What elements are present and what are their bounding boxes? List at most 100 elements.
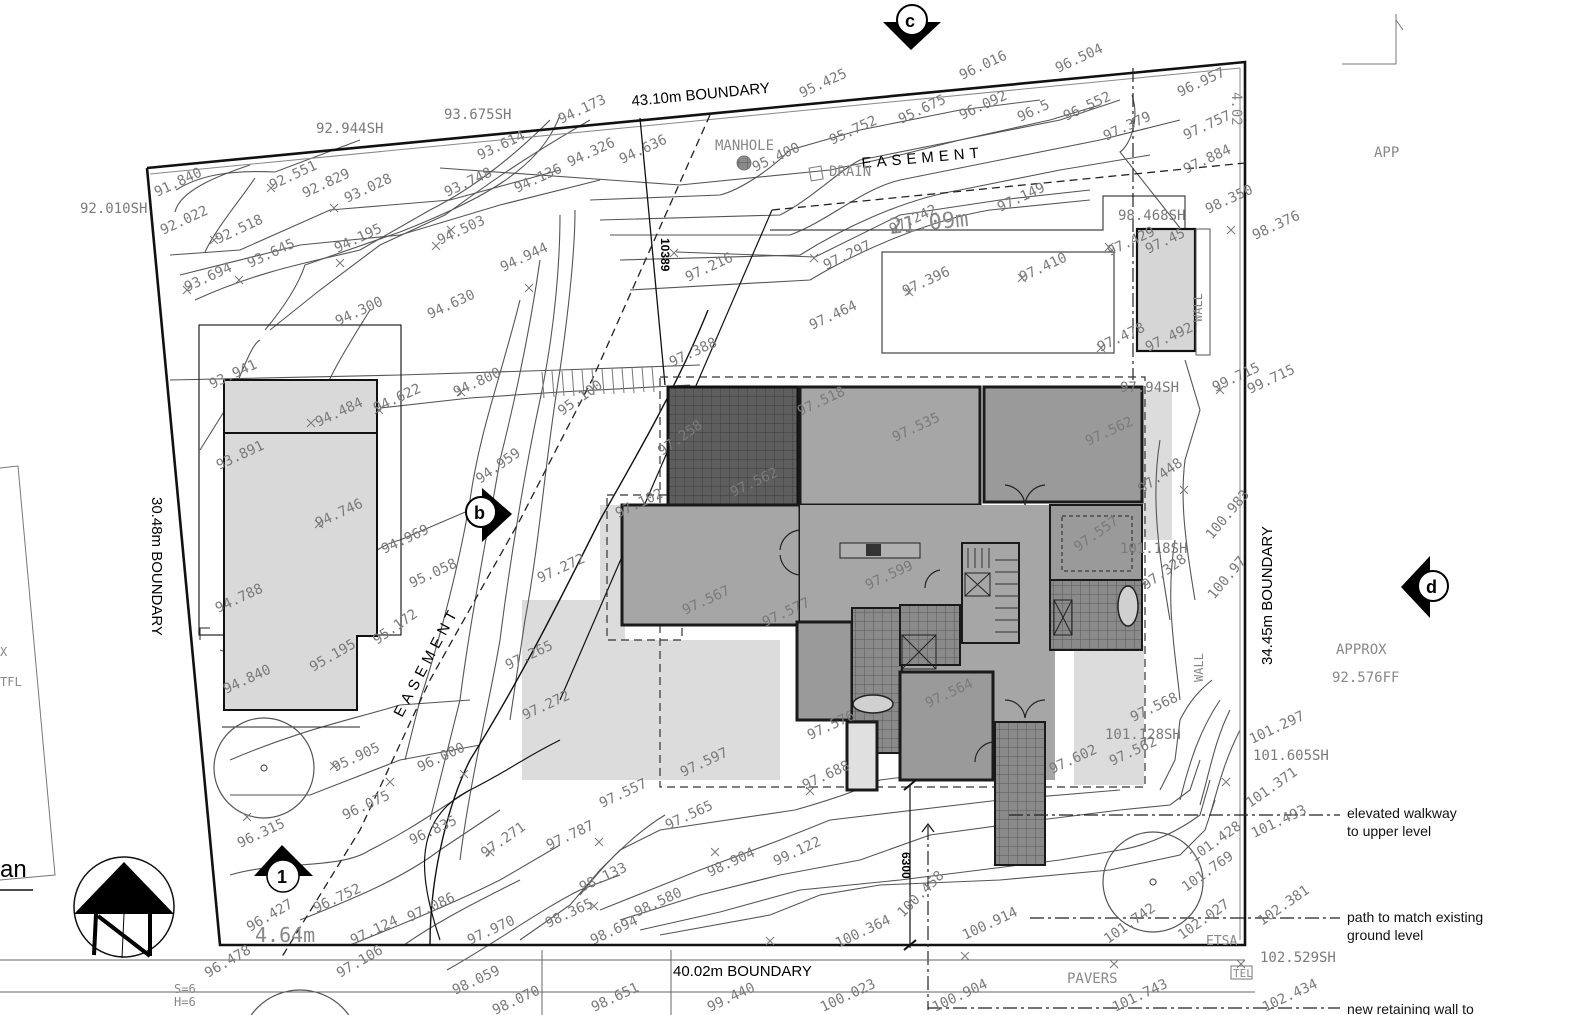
drain-label: DRAIN	[829, 164, 871, 180]
road-lines	[0, 950, 1255, 1015]
spot-level: 101.605SH	[1253, 748, 1329, 764]
spot-level: 94.630	[425, 287, 478, 323]
spot-level: 102.434	[1260, 976, 1320, 1015]
spot-level: 97.757	[1181, 108, 1234, 144]
existing-building-left	[198, 324, 402, 728]
spot-level: 97.884	[1181, 142, 1234, 178]
note-path-line2: ground level	[1347, 927, 1423, 943]
spot-level: 92.010SH	[80, 201, 147, 217]
spot-level: 98.651	[589, 980, 642, 1015]
spot-level: 102.529SH	[1260, 950, 1336, 966]
tel-box	[1230, 965, 1253, 980]
spot-level: 97.216	[683, 250, 736, 286]
spot-level: 96.752	[311, 881, 364, 917]
easement-lines	[279, 114, 1246, 961]
app-label: APP	[1374, 145, 1399, 161]
spot-level: 98.365	[543, 896, 596, 932]
spot-level: 98.059	[450, 963, 503, 999]
spot-level: 95.425	[797, 66, 850, 102]
dimension-464-label: 4.64m	[255, 923, 315, 947]
s6-label: S=6	[174, 982, 196, 996]
left-tfl-label: TFL	[0, 675, 22, 689]
site-labels: MANHOLE DRAIN WALL WALL PAVERS APP APPRO…	[0, 138, 1399, 1009]
spot-level: 97.271	[478, 819, 529, 861]
paved-areas	[522, 390, 1172, 865]
spot-level: 98.133	[577, 860, 630, 896]
note-walkway-line2: to upper level	[1347, 823, 1431, 839]
section-marker-b[interactable]: b	[465, 488, 512, 542]
spot-level: 101.18SH	[1120, 541, 1187, 557]
spot-level: 93.675SH	[444, 107, 511, 123]
neighbour-corner-marker	[1342, 14, 1404, 65]
drawing-title: an	[0, 856, 33, 891]
dimension-10389-label: 10389	[658, 238, 672, 272]
spot-level: 99.122	[771, 834, 824, 870]
spot-level: 99.440	[705, 980, 758, 1015]
spot-level: 98.468SH	[1118, 208, 1185, 224]
spot-level: 95.752	[827, 113, 880, 149]
spot-level: 94.622	[371, 381, 424, 417]
manhole-icon	[736, 155, 752, 171]
annotation-notes: elevated walkway to upper level path to …	[1347, 805, 1483, 1015]
spot-level: 100.023	[818, 976, 878, 1015]
spot-level: 97.297	[821, 238, 874, 274]
section-marker-1[interactable]: 1	[254, 845, 313, 893]
etsa-label: ETSA	[1206, 934, 1237, 949]
section-b-label: b	[474, 503, 485, 523]
spot-level: 102.381	[1255, 882, 1313, 929]
spot-level: 98.070	[490, 983, 543, 1015]
spot-level: 98.694	[588, 913, 641, 949]
spot-level: 98.350	[1203, 182, 1256, 218]
dimension-6300-label: 6300	[899, 852, 913, 879]
spot-level: 94.800	[451, 365, 504, 401]
spot-level: 97.124	[348, 913, 401, 949]
h6-label: H=6	[174, 995, 196, 1009]
spot-level: 94.636	[617, 132, 670, 168]
spot-level: 96.835	[407, 813, 460, 849]
spot-level: 92.022	[158, 203, 211, 239]
wall-label-top: WALL	[1191, 293, 1205, 322]
spot-level: 96.957	[1175, 65, 1228, 101]
spot-level: 97.787	[544, 818, 597, 854]
spot-level: 97.396	[900, 264, 953, 300]
spot-level: 96.315	[235, 816, 288, 852]
dimension-6300	[903, 779, 935, 1010]
note-retaining-line1: new retaining wall to	[1347, 1001, 1474, 1015]
spot-level: 101.128SH	[1105, 727, 1181, 743]
spot-level: 94.326	[565, 135, 618, 171]
section-c-label: c	[905, 11, 915, 31]
spot-level: 94.300	[333, 294, 386, 330]
manhole-label: MANHOLE	[715, 138, 774, 154]
spot-level: 97.565	[663, 798, 716, 834]
spot-level: 101.743	[1110, 976, 1170, 1015]
spot-level: 93.645	[245, 236, 298, 272]
spot-level: 94.959	[473, 445, 524, 487]
drain-icon	[808, 165, 824, 182]
spot-level: 95.675	[896, 92, 949, 128]
spot-level: 100.904	[930, 976, 990, 1015]
dimension-402-label: 4.02	[1228, 92, 1244, 126]
title-fragment: an	[0, 856, 27, 883]
approx-label: APPROX	[1336, 642, 1387, 658]
spot-level: 97.410	[1017, 250, 1070, 286]
pool-outline	[770, 68, 1211, 380]
spot-level: 97.379	[1101, 109, 1154, 145]
spot-level: 97.688	[800, 758, 853, 794]
section-marker-c[interactable]: c	[883, 4, 941, 50]
wall-label-bottom: WALL	[1192, 653, 1206, 682]
spot-level: 92.944SH	[316, 121, 383, 137]
section-1-label: 1	[277, 867, 287, 887]
external-steps	[541, 365, 655, 399]
spot-levels-sh: 92.944SH 93.675SH 92.010SH 98.468SH 97.9…	[80, 107, 1336, 966]
proposed-building	[606, 376, 1146, 866]
spot-level: 101.297	[1247, 708, 1307, 747]
section-marker-d[interactable]: d	[1401, 556, 1449, 618]
spot-level: 98.580	[632, 885, 685, 921]
spot-level: 100.97	[1205, 554, 1250, 603]
spot-level: 96.478	[202, 942, 254, 981]
spot-level: 100.914	[960, 904, 1020, 943]
west-boundary-label: 30.48m BOUNDARY	[148, 497, 165, 636]
annotation-leaders	[928, 814, 1340, 1009]
spot-level: 94.195	[332, 221, 385, 257]
